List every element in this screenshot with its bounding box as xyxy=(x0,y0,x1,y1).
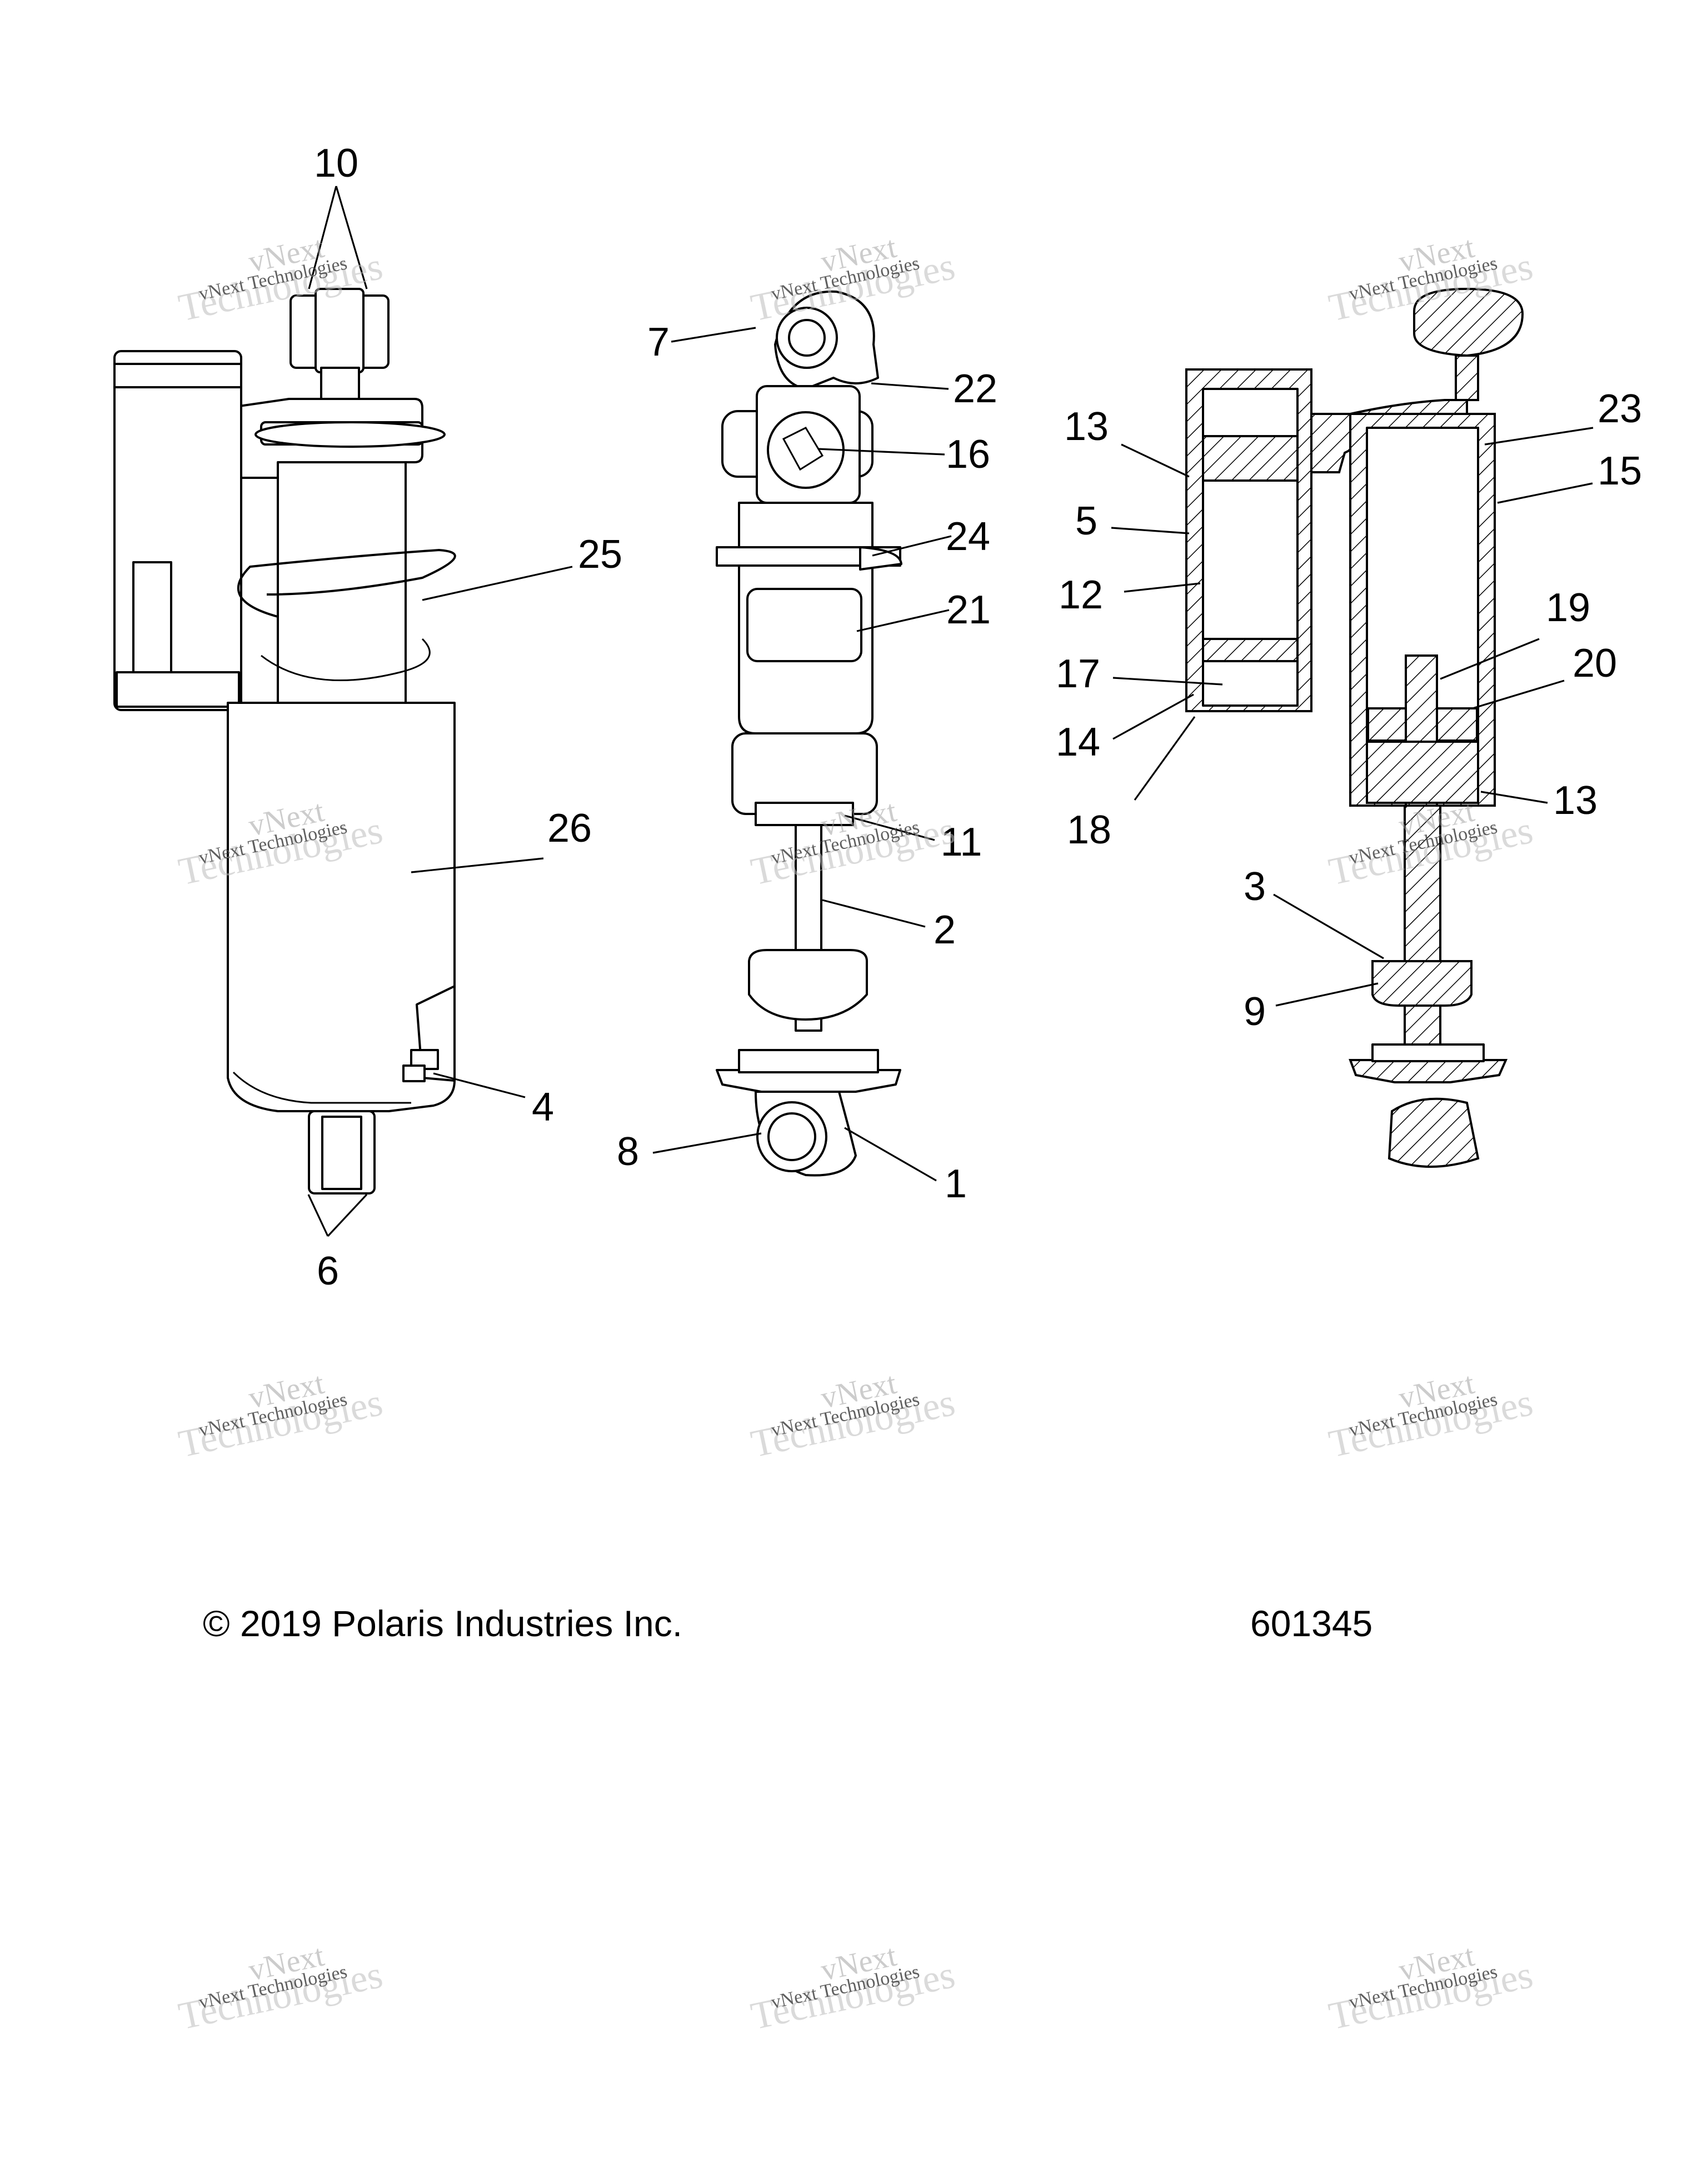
callout-10: 10 xyxy=(314,141,358,186)
callout-15: 15 xyxy=(1598,449,1642,493)
callout-26: 26 xyxy=(547,806,592,851)
callout-8: 8 xyxy=(617,1130,639,1174)
watermark: Technologies vNext vNext Technologies xyxy=(747,1938,959,2038)
watermark: Technologies vNext vNext Technologies xyxy=(747,1366,959,1466)
callout-11: 11 xyxy=(941,820,982,864)
leader-lines xyxy=(307,186,1594,1237)
callout-5: 5 xyxy=(1075,499,1097,543)
watermark: Technologies vNext vNext Technologies xyxy=(1325,1938,1536,2038)
callout-17: 17 xyxy=(1056,652,1100,696)
callout-23: 23 xyxy=(1598,387,1642,431)
callout-14: 14 xyxy=(1056,720,1100,764)
callout-19: 19 xyxy=(1546,586,1590,630)
middle-shock-assembly xyxy=(716,290,902,1177)
callout-4: 4 xyxy=(532,1085,554,1130)
callout-labels: 10 7 22 16 24 21 11 2 1 8 25 26 4 6 13 5… xyxy=(314,141,1642,1293)
callout-12: 12 xyxy=(1059,573,1103,617)
callout-25: 25 xyxy=(578,532,622,577)
callout-18: 18 xyxy=(1067,808,1111,852)
watermark: Technologies vNext vNext Technologies xyxy=(1325,1366,1536,1466)
callout-9: 9 xyxy=(1244,989,1266,1034)
callout-16: 16 xyxy=(946,432,990,477)
copyright-notice: © 2019 Polaris Industries Inc. xyxy=(203,1603,682,1644)
watermark: Technologies vNext vNext Technologies xyxy=(175,1938,386,2038)
callout-2: 2 xyxy=(934,908,956,952)
callout-7: 7 xyxy=(647,320,670,364)
callout-24: 24 xyxy=(946,514,990,559)
callout-20: 20 xyxy=(1573,641,1617,686)
callout-13-bottom: 13 xyxy=(1553,778,1598,823)
right-shock-cutaway xyxy=(1185,287,1524,1168)
left-shock-assembly xyxy=(113,288,456,1195)
watermark: Technologies vNext vNext Technologies xyxy=(175,1366,386,1466)
callout-21: 21 xyxy=(946,588,991,632)
callout-22: 22 xyxy=(953,367,997,411)
watermark-grid: Technologies vNext vNext Technologies Te… xyxy=(175,230,1536,2038)
callout-13-top: 13 xyxy=(1064,404,1109,449)
drawing-number: 601345 xyxy=(1250,1603,1372,1644)
callout-6: 6 xyxy=(317,1249,339,1293)
callout-1: 1 xyxy=(945,1162,967,1206)
callout-3: 3 xyxy=(1244,864,1266,909)
